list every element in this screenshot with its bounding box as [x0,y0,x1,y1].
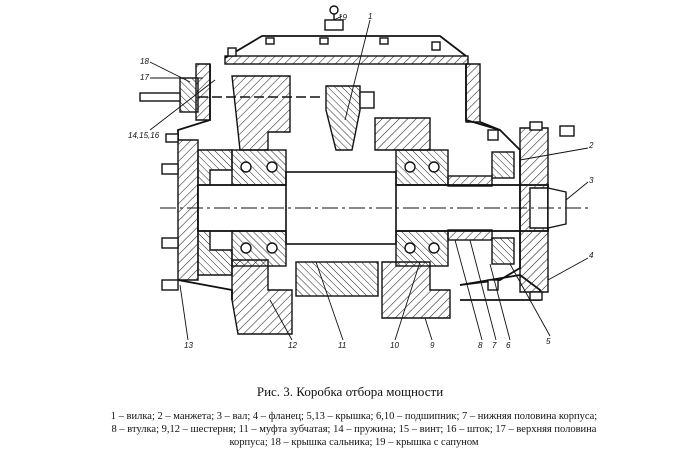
callout-17: 17 [140,73,149,82]
callout-11: 11 [338,341,346,350]
seal [491,151,515,179]
figure-caption: Рис. 3. Коробка отбора мощности [256,384,444,399]
legend-line: 8 – втулка; 9,12 – шестерня; 11 – муфта … [111,424,597,435]
callout-8: 8 [478,341,483,350]
left-cover [177,139,233,281]
left-bolts [161,133,179,291]
callout-7: 7 [492,341,497,350]
callout-14-15-16: 14,15,16 [128,131,160,140]
cover-bolts [227,37,441,57]
shift-fork [325,85,375,151]
figure-legend: 1 – вилка; 2 – манжета; 3 – вал; 4 – фла… [108,410,600,449]
callout-4: 4 [589,251,594,260]
bearings [231,149,449,267]
main-shaft [160,171,590,245]
callout-labels: 19 1 18 17 14,15,16 2 3 4 5 6 7 8 9 10 1… [128,12,594,350]
legend-line: 1 – вилка; 2 – манжета; 3 – вал; 4 – фла… [110,411,598,422]
callout-1: 1 [368,12,372,21]
leader-lines [149,15,589,341]
callout-19: 19 [338,13,347,22]
callout-12: 12 [288,341,297,350]
legend-line: корпуса; 18 – крышка сальника; 19 – крыш… [229,437,479,448]
gear-12 [231,75,291,151]
gearbox-drawing: 19 1 18 17 14,15,16 2 3 4 5 6 7 8 9 10 1… [128,5,594,350]
callout-5: 5 [546,337,551,346]
right-bolts [487,121,575,301]
callout-10: 10 [390,341,399,350]
callout-6: 6 [506,341,511,350]
callout-3: 3 [589,176,594,185]
callout-18: 18 [140,57,149,66]
top-cover [224,35,467,59]
sleeve [447,175,493,187]
callout-13: 13 [184,341,193,350]
gear-9 [381,261,451,319]
callout-9: 9 [430,341,435,350]
callout-2: 2 [588,141,594,150]
